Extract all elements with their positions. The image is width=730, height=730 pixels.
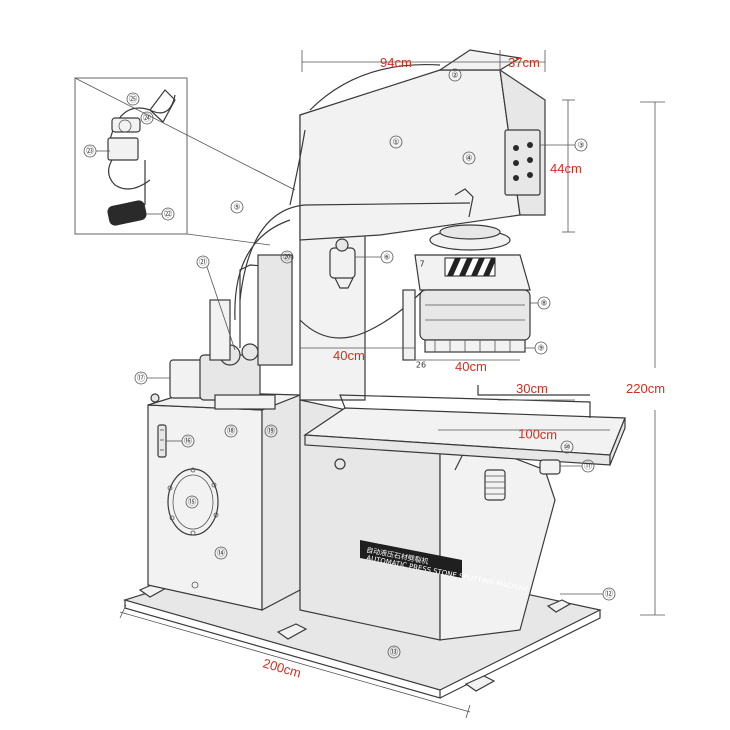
callout-22: ㉒ — [146, 207, 175, 221]
svg-text:②: ② — [451, 71, 458, 80]
svg-text:7: 7 — [419, 260, 424, 269]
work-table — [303, 385, 626, 501]
inset-detail — [74, 77, 296, 246]
callout-4: ④ — [462, 151, 476, 165]
callout-26: 26 — [416, 361, 426, 370]
callout-18: ⑱ — [224, 424, 238, 438]
oiler — [329, 238, 356, 289]
callout-16: ⑯ — [166, 434, 195, 448]
callout-13: ⑬ — [387, 645, 401, 659]
svg-text:26: 26 — [416, 361, 426, 370]
svg-text:①: ① — [392, 138, 399, 147]
svg-text:④: ④ — [465, 154, 472, 163]
svg-text:㉑: ㉑ — [199, 258, 207, 267]
callout-3: ③ — [540, 138, 588, 152]
callout-8: ⑧ — [530, 296, 551, 310]
callout-19: ⑲ — [264, 424, 278, 438]
svg-text:⑫: ⑫ — [605, 590, 613, 599]
dim-top-depth: 37cm — [508, 55, 540, 70]
svg-text:⑰: ⑰ — [137, 374, 145, 383]
svg-text:⑥: ⑥ — [383, 253, 390, 262]
callout-2: ② — [448, 68, 462, 82]
svg-text:⑬: ⑬ — [390, 648, 398, 657]
callout-10: ⑩ — [560, 440, 574, 454]
hydraulic-tank — [147, 391, 301, 611]
dim-total-height: 220cm — [626, 381, 665, 396]
callout-5: ⑤ — [230, 200, 244, 214]
svg-text:⑮: ⑮ — [188, 498, 196, 507]
svg-text:㉔: ㉔ — [143, 114, 151, 123]
svg-text:⑨: ⑨ — [537, 344, 544, 353]
callout-15: ⑮ — [185, 495, 199, 509]
svg-text:⑤: ⑤ — [233, 203, 240, 212]
callout-23: ㉓ — [83, 144, 110, 158]
cutter-head — [402, 254, 531, 361]
callout-9: ⑨ — [525, 341, 548, 355]
callout-24: ㉔ — [140, 111, 154, 125]
callout-25: ㉕ — [126, 92, 140, 106]
svg-text:⑭: ⑭ — [217, 549, 225, 558]
svg-text:⑲: ⑲ — [267, 427, 275, 436]
dim-head-height: 44cm — [550, 161, 582, 176]
svg-text:⑱: ⑱ — [227, 427, 235, 436]
dimension-labels: 94cm 37cm 44cm 220cm 40cm 40cm 30cm 100c… — [261, 55, 665, 681]
callout-6: ⑥ — [355, 250, 394, 264]
svg-text:㉕: ㉕ — [129, 95, 137, 104]
svg-text:㉓: ㉓ — [86, 147, 94, 156]
pump-assembly — [169, 254, 293, 410]
callout-20: ⑳ — [280, 250, 294, 264]
svg-text:③: ③ — [577, 141, 584, 150]
dim-feed-left: 40cm — [333, 348, 365, 363]
callout-11: ⑪ — [560, 459, 595, 473]
svg-text:⑩: ⑩ — [563, 443, 570, 452]
svg-text:⑧: ⑧ — [540, 299, 547, 308]
dim-feed-right: 40cm — [455, 359, 487, 374]
dim-top-width: 94cm — [380, 55, 412, 70]
upper-head — [299, 49, 546, 251]
svg-text:⑪: ⑪ — [584, 462, 592, 471]
callout-1: ① — [389, 135, 403, 149]
dimension-lines — [119, 50, 665, 719]
svg-text:⑯: ⑯ — [184, 437, 192, 446]
callout-7: 7 — [419, 260, 424, 269]
dim-base-length: 200cm — [261, 655, 303, 680]
dim-table-width: 30cm — [516, 381, 548, 396]
dim-table-length: 100cm — [518, 426, 558, 442]
callout-21: ㉑ — [196, 255, 236, 351]
svg-text:⑳: ⑳ — [283, 253, 291, 262]
callout-14: ⑭ — [214, 546, 228, 560]
main-column — [299, 94, 556, 641]
callouts: ① ② ③ ④ ⑤ ⑥ 7 ⑧ ⑨ ⑩ ⑪ ⑫ ⑬ ⑭ ⑮ ⑯ ⑰ ⑱ ⑲ ⑳ … — [83, 68, 616, 659]
callout-12: ⑫ — [560, 587, 616, 601]
svg-text:㉒: ㉒ — [164, 210, 172, 219]
callout-17: ⑰ — [134, 371, 170, 385]
